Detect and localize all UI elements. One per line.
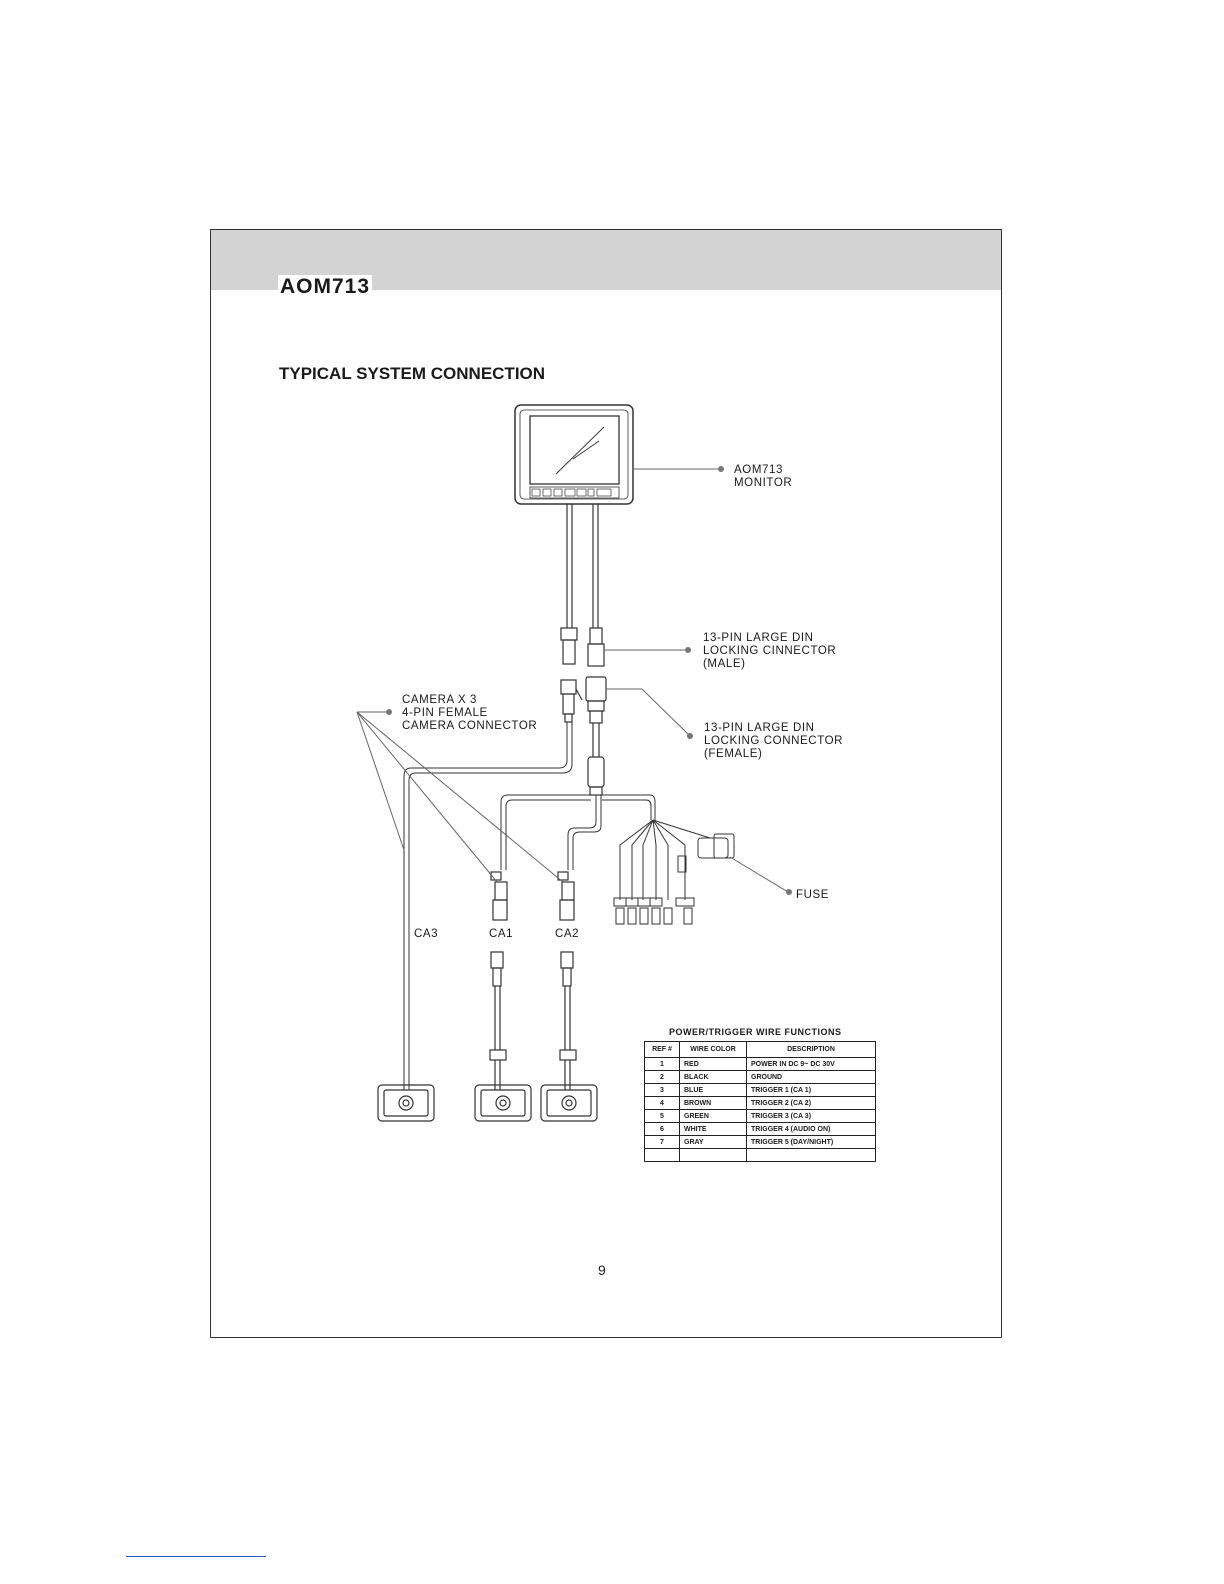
connector-male-label: 13-PIN LARGE DIN LOCKING CINNECTOR (MALE… [703,632,837,670]
table-row: 6 WHITE TRIGGER 4 (AUDIO ON) [644,1122,876,1136]
fuse-label: FUSE [796,889,830,901]
ca2-label: CA2 [555,928,580,940]
ref-cell: 3 [644,1083,680,1097]
description-cell [746,1148,876,1162]
table-row: 5 GREEN TRIGGER 3 (CA 3) [644,1109,876,1123]
ca3-label: CA3 [414,928,439,940]
ca1-ca2-connectors [490,871,575,921]
description-cell: TRIGGER 4 (AUDIO ON) [746,1122,876,1136]
wire-table-title: POWER/TRIGGER WIRE FUNCTIONS [669,1027,842,1037]
ref-cell [644,1148,680,1162]
ref-cell: 4 [644,1096,680,1110]
camera-ca2 [540,1084,598,1122]
camera-cables [489,951,577,1090]
table-row: 1 RED POWER IN DC 9~ DC 30V [644,1057,876,1071]
power-wires [613,819,735,925]
table-row: 4 BROWN TRIGGER 2 (CA 2) [644,1096,876,1110]
table-row: 3 BLUE TRIGGER 1 (CA 1) [644,1083,876,1097]
description-cell: TRIGGER 5 (DAY/NIGHT) [746,1135,876,1149]
color-cell: BLACK [679,1070,747,1084]
monitor-cables [560,504,605,667]
table-row: 7 GRAY TRIGGER 5 (DAY/NIGHT) [644,1135,876,1149]
description-cell: POWER IN DC 9~ DC 30V [746,1057,876,1071]
ref-cell: 7 [644,1135,680,1149]
wire-functions-table: REF # WIRE COLOR DESCRIPTION 1 RED POWER… [644,1041,876,1162]
camera-connector-label: CAMERA X 3 4-PIN FEMALE CAMERA CONNECTOR [402,694,538,732]
table-row: 2 BLACK GROUND [644,1070,876,1084]
ca1-label: CA1 [489,928,514,940]
header-ref: REF # [644,1041,680,1058]
color-cell: BROWN [679,1096,747,1110]
color-cell: RED [679,1057,747,1071]
header-wire-color: WIRE COLOR [679,1041,747,1058]
color-cell [679,1148,747,1162]
monitor-illustration [514,404,634,505]
ref-cell: 5 [644,1109,680,1123]
callout-dots [386,466,792,895]
camera-ca3 [377,1084,435,1122]
section-title: TYPICAL SYSTEM CONNECTION [279,364,546,383]
page-frame [210,229,1002,1338]
table-header-row: REF # WIRE COLOR DESCRIPTION [644,1041,876,1058]
color-cell: GRAY [679,1135,747,1149]
description-cell: TRIGGER 3 (CA 3) [746,1109,876,1123]
camera-connector-top [560,679,583,723]
page-number: 9 [598,1262,606,1278]
color-cell: WHITE [679,1122,747,1136]
harness-branches [500,794,656,870]
description-cell: TRIGGER 1 (CA 1) [746,1083,876,1097]
table-row [644,1148,876,1162]
callout-lines [356,468,789,893]
color-cell: GREEN [679,1109,747,1123]
description-cell: TRIGGER 2 (CA 2) [746,1096,876,1110]
model-title: AOM713 [278,275,373,299]
ref-cell: 1 [644,1057,680,1071]
description-cell: GROUND [746,1070,876,1084]
footer-link-underline[interactable] [126,1556,266,1557]
monitor-label: AOM713 MONITOR [734,464,793,489]
camera-ca1 [474,1084,532,1122]
connector-female-label: 13-PIN LARGE DIN LOCKING CONNECTOR (FEMA… [704,722,844,760]
header-description: DESCRIPTION [746,1041,876,1058]
ref-cell: 2 [644,1070,680,1084]
ca3-cable [403,722,573,1090]
color-cell: BLUE [679,1083,747,1097]
female-din-connector [585,676,607,796]
ref-cell: 6 [644,1122,680,1136]
